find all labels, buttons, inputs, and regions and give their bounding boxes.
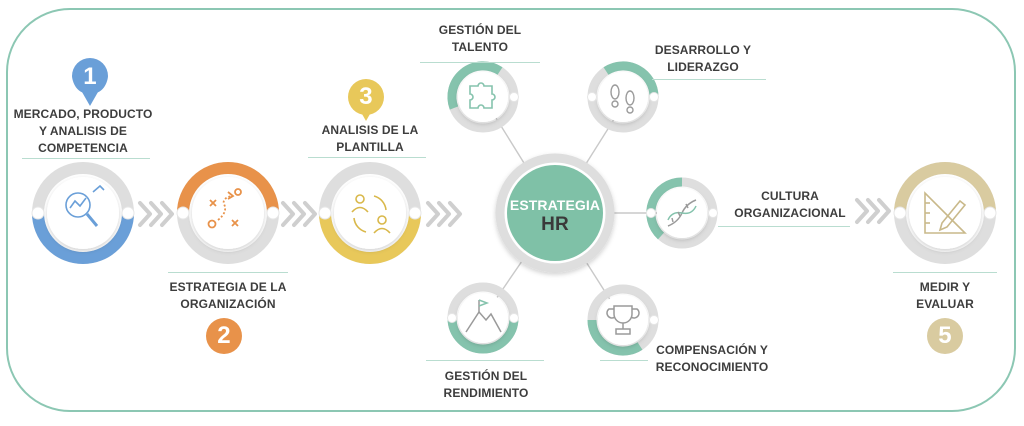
step-1-circle <box>31 162 135 264</box>
people-cycle-icon <box>351 194 391 234</box>
satellite-label-line: TALENTO <box>451 40 509 54</box>
step-1-pin <box>72 58 108 106</box>
satellite-rendimiento-label: GESTIÓN DEL RENDIMIENTO <box>424 368 548 402</box>
step-1-underline <box>22 158 150 159</box>
step-1-label-line: Y ANALISIS DE <box>39 124 127 138</box>
step-3-circle <box>318 162 422 264</box>
satellite-label-line: RECONOCIMIENTO <box>655 360 769 374</box>
step-5-pin <box>927 318 963 354</box>
mountain-flag-icon <box>465 299 502 333</box>
chevron-arrow-icon <box>855 198 891 224</box>
chevron-arrow-icon <box>281 201 317 227</box>
satellite-label-line: COMPENSACIÓN Y <box>656 343 768 357</box>
center-title-line2: HR <box>541 214 569 235</box>
satellite-talento-circle <box>447 61 519 133</box>
step-3-underline <box>308 157 426 158</box>
satellite-label-line: LIDERAZGO <box>667 60 739 74</box>
satellite-label-line: CULTURA <box>761 189 819 203</box>
satellite-cultura-circle <box>646 177 718 249</box>
step-5-number: 5 <box>938 322 952 349</box>
magnifier-chart-icon <box>65 184 105 227</box>
satellite-talento-label: GESTIÓN DEL TALENTO <box>418 22 542 56</box>
puzzle-icon <box>469 82 496 109</box>
step-5-underline <box>893 272 997 273</box>
step-1-number: 1 <box>83 63 97 90</box>
step-1-label: MERCADO, PRODUCTO Y ANALISIS DE COMPETEN… <box>8 106 158 157</box>
step-2-underline <box>168 272 288 273</box>
satellite-liderazgo-circle <box>587 61 659 133</box>
satellite-rendimiento-underline <box>426 360 544 361</box>
satellite-label-line: GESTIÓN DEL <box>438 23 522 37</box>
step-3-number: 3 <box>359 83 373 110</box>
ruler-pencil-icon <box>924 191 967 234</box>
center-circle <box>495 153 615 273</box>
satellite-label-line: RENDIMIENTO <box>443 386 529 400</box>
footprints-icon <box>610 84 635 114</box>
satellite-label-line: GESTIÓN DEL <box>444 369 528 383</box>
satellite-compensacion-label: COMPENSACIÓN Y RECONOCIMIENTO <box>648 342 776 376</box>
satellite-liderazgo-underline <box>652 79 766 80</box>
step-2-pin <box>206 318 242 354</box>
step-3-label-line: ANALISIS DE LA <box>321 123 419 137</box>
center-title: ESTRATEGIA HR <box>500 196 610 236</box>
satellite-label-line: DESARROLLO Y <box>654 43 752 57</box>
satellite-compensacion-circle <box>587 284 659 356</box>
satellite-liderazgo-label: DESARROLLO Y LIDERAZGO <box>642 42 764 76</box>
satellite-label-line: ORGANIZACIONAL <box>734 206 846 220</box>
step-5-label-line: MEDIR Y <box>919 280 971 294</box>
center-title-line1: ESTRATEGIA <box>509 197 601 213</box>
step-1-label-line: MERCADO, PRODUCTO <box>13 107 153 121</box>
satellite-talento-underline <box>420 62 540 63</box>
chevron-arrow-icon <box>426 201 462 227</box>
satellite-rendimiento-circle <box>447 282 519 354</box>
step-2-label: ESTRATEGIA DE LA ORGANIZACIÓN <box>158 279 298 313</box>
step-1-label-line: COMPETENCIA <box>38 141 128 155</box>
step-3-label: ANALISIS DE LA PLANTILLA <box>304 122 436 156</box>
dna-icon <box>667 199 697 227</box>
step-5-label: MEDIR Y EVALUAR <box>905 279 985 313</box>
step-2-circle <box>176 162 280 264</box>
step-5-circle <box>893 162 997 264</box>
step-5-label-line: EVALUAR <box>916 297 974 311</box>
satellite-cultura-label: CULTURA ORGANIZACIONAL <box>728 188 852 222</box>
satellite-cultura-underline <box>718 226 850 227</box>
flow-chevrons <box>138 198 891 227</box>
step-2-label-line: ESTRATEGIA DE LA <box>169 280 287 294</box>
chevron-arrow-icon <box>138 201 174 227</box>
satellite-compensacion-underline <box>600 360 648 361</box>
step-2-number: 2 <box>217 322 231 349</box>
step-3-label-line: PLANTILLA <box>336 140 404 154</box>
tactics-plan-icon <box>207 188 242 229</box>
step-3-pin <box>348 79 384 121</box>
trophy-icon <box>606 305 640 335</box>
step-2-label-line: ORGANIZACIÓN <box>180 297 276 311</box>
